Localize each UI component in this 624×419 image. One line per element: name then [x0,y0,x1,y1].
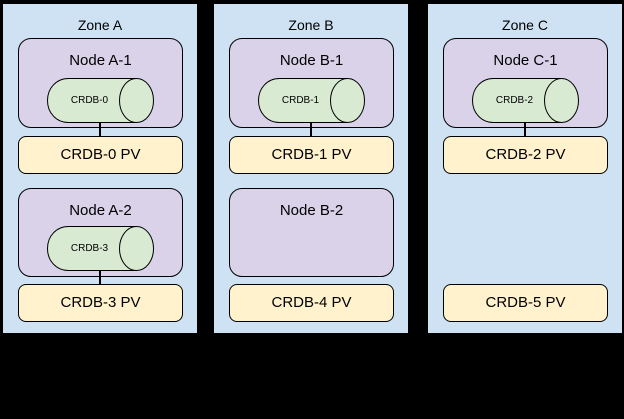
node-b-1-label: Node B-1 [279,52,344,69]
zone-b-label: Zone B [288,17,334,33]
pv-crdb-5: CRDB-5 PV [443,284,608,322]
cylinder-icon [46,78,154,123]
pod-crdb-0: CRDB-0 [46,78,154,123]
pod-pv-connector [310,123,312,136]
node-b-2: Node B-2 [229,188,394,277]
node-a-1-label: Node A-1 [69,52,132,69]
pv-crdb-3: CRDB-3 PV [18,284,183,322]
node-b-2-label: Node B-2 [279,202,344,219]
pod-pv-connector [99,123,101,136]
cylinder-icon [471,78,579,123]
pod-crdb-3-label: CRDB-3 [70,243,109,254]
node-c-1-label: Node C-1 [493,52,558,69]
node-a-1: Node A-1 CRDB-0 [18,38,183,128]
cylinder-icon [257,78,365,123]
pv-crdb-4: CRDB-4 PV [229,284,394,322]
pod-pv-connector [524,123,526,136]
cylinder-icon [46,226,154,271]
node-a-2: Node A-2 CRDB-3 [18,188,183,277]
node-a-2-label: Node A-2 [69,202,132,219]
pod-crdb-2-label: CRDB-2 [495,95,534,106]
node-c-1: Node C-1 CRDB-2 [443,38,608,128]
zone-c: Zone C Node C-1 CRDB-2 CRDB-2 PV CRDB-5 … [427,3,623,334]
pod-crdb-2: CRDB-2 [471,78,579,123]
pod-crdb-0-label: CRDB-0 [70,95,109,106]
node-b-1: Node B-1 CRDB-1 [229,38,394,128]
zone-b: Zone B Node B-1 CRDB-1 CRDB-1 PV Node B-… [213,3,409,334]
zone-a: Zone A Node A-1 CRDB-0 CRDB-0 PV Node A-… [2,3,198,334]
zone-a-label: Zone A [77,17,123,33]
pod-pv-connector [99,271,101,284]
pv-crdb-0: CRDB-0 PV [18,136,183,174]
pv-crdb-2: CRDB-2 PV [443,136,608,174]
pv-crdb-1: CRDB-1 PV [229,136,394,174]
zone-c-label: Zone C [502,17,548,33]
pod-crdb-1-label: CRDB-1 [281,95,320,106]
pod-crdb-3: CRDB-3 [46,226,154,271]
pod-crdb-1: CRDB-1 [257,78,365,123]
